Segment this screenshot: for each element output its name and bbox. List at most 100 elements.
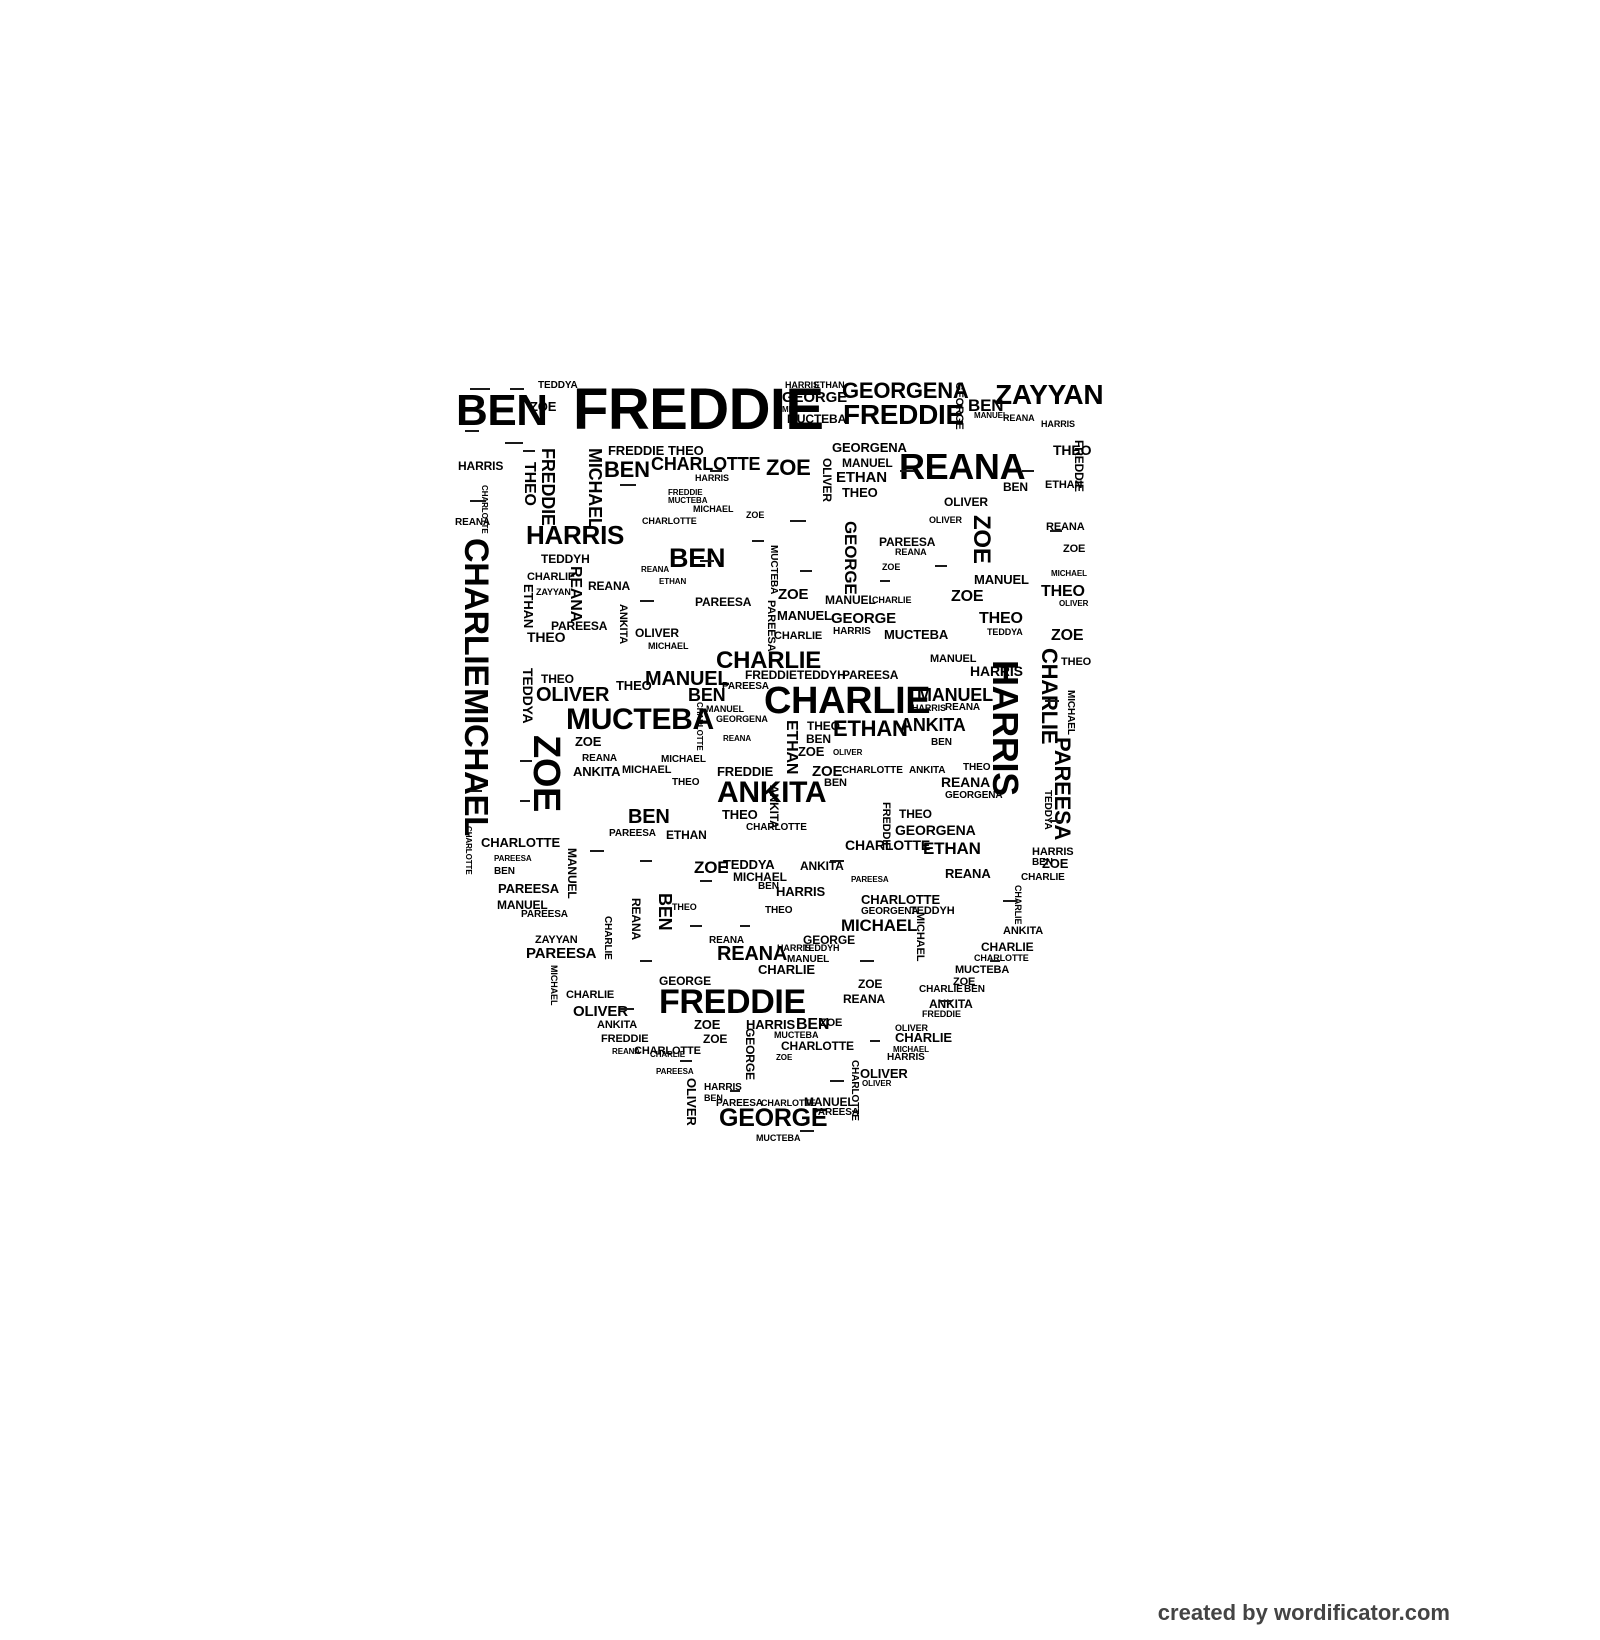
word-harris-8: HARRIS: [970, 663, 1023, 679]
word-mucteba-16: ZOE: [820, 1017, 843, 1029]
word-theo-right: THEO: [1053, 442, 1092, 458]
word-manuel-8: MANUEL: [917, 685, 993, 705]
word-freddie-vert3: FREDDIE: [1072, 440, 1086, 492]
tiny-word-mark: [740, 925, 750, 927]
word-charlie-vert-left: CHARLIE: [457, 538, 495, 687]
word-teddya-12: TEDDYA: [723, 857, 775, 872]
word-zoe-4: ZOE: [882, 562, 901, 572]
word-teddyh-8: REANA: [945, 702, 981, 713]
word-reana-left3: REANA: [612, 1047, 641, 1056]
tiny-word-mark: [752, 540, 764, 542]
word-oliver-vert: OLIVER: [820, 458, 834, 502]
word-zoe-12: ZOE: [694, 858, 729, 877]
word-theo-12: THEO: [765, 905, 793, 916]
word-mucteba-17: ZOE: [776, 1053, 793, 1062]
word-michael-3: MICHAEL: [693, 504, 734, 514]
word-george-14: CHARLIE: [758, 962, 815, 977]
word-charlie-vert-right: CHARLIE: [1037, 648, 1062, 745]
word-george-vert2: GEORGE: [743, 1028, 757, 1080]
word-reana-10b: REANA: [941, 774, 991, 790]
word-harris-right: HARRIS: [1041, 419, 1075, 429]
word-michael-vert4: MICHAEL: [549, 965, 559, 1006]
tiny-word-mark: [590, 850, 604, 852]
tiny-word-mark: [520, 760, 532, 762]
word-oliver-left2: PAREESA: [521, 909, 568, 920]
word-charlotte-2: CHARLOTTE: [651, 454, 761, 474]
word-manuel-7: MANUEL: [930, 653, 977, 665]
word-teddyh-9: REANA: [723, 734, 752, 743]
tiny-word-mark: [680, 1060, 692, 1062]
word-ethan-vert: ETHAN: [521, 584, 536, 629]
word-ben-right2: BEN: [964, 984, 985, 995]
word-oliver-right: OLIVER: [1059, 599, 1089, 608]
word-teddyh-14: TEDDYH: [803, 943, 840, 953]
word-ben-left: BEN: [494, 866, 515, 877]
word-georgena-11: GEORGENA: [895, 822, 976, 838]
word-charlie-left: CHARLIE: [527, 571, 576, 583]
word-ben-top2: BEN: [968, 396, 1004, 415]
word-mucteba-large2: MUCTEBA: [566, 703, 714, 736]
word-charlotte-vert4: CHARLOTTE: [695, 702, 704, 751]
word-george-left: CHARLIE: [650, 1050, 685, 1059]
word-pareesa-vert2: PAREESA: [765, 600, 777, 652]
word-freddie-left: OLIVER: [573, 1003, 628, 1020]
word-zayyan-14: MANUEL: [787, 954, 830, 965]
word-charlie-5: CHARLIE: [872, 595, 912, 605]
word-ben-18: HARRIS: [704, 1082, 742, 1093]
word-mucteba-13: THEO: [672, 902, 697, 912]
word-zayyan-left: ZAYYAN: [536, 587, 571, 597]
word-zoe: ZOE: [530, 399, 557, 414]
word-charlotte-vert3: CHARLOTTE: [464, 826, 473, 875]
word-michael-right: MICHAEL: [1051, 569, 1087, 578]
word-theo-9: THEO: [807, 719, 840, 733]
word-reana-12: REANA: [945, 866, 991, 881]
tiny-word-mark: [830, 860, 844, 862]
word-theo-3: THEO: [842, 485, 878, 500]
tiny-word-mark: [1022, 470, 1034, 472]
word-zoe-vert: ZOE: [525, 735, 567, 812]
word-reana-left2: ZAYYAN: [535, 934, 578, 946]
word-theo-11b: THEO: [899, 807, 932, 821]
word-reana-left: REANA: [455, 517, 491, 528]
word-freddie-top2: FREDDIE: [843, 399, 964, 430]
word-harris-12: HARRIS: [776, 884, 826, 899]
word-reana-6: REANA: [641, 565, 670, 574]
word-charlotte-10: CHARLOTTE: [842, 765, 903, 776]
word-theo-2: THEO: [668, 443, 704, 458]
word-michael-left: MANUEL: [497, 898, 548, 912]
word-pareesa-11: PAREESA: [609, 828, 656, 839]
tiny-word-mark: [620, 1008, 634, 1010]
word-charlotte-18: MUCTEBA: [756, 1133, 801, 1143]
word-ethan: ETHAN: [814, 380, 845, 390]
word-manuel-5b: MANUEL: [777, 608, 832, 623]
word-pareesa-7: PAREESA: [842, 668, 899, 682]
word-michael: MICHAEL: [782, 405, 818, 414]
tiny-word-mark: [1050, 820, 1062, 822]
word-george-vert3: GEORGE: [953, 382, 965, 430]
word-harris-18: CHARLOTTE: [761, 1098, 816, 1108]
word-pareesa-left: PAREESA: [656, 1067, 694, 1076]
word-charlotte-9: GEORGENA: [716, 714, 768, 724]
tiny-word-mark: [860, 960, 874, 962]
word-charlie-left2: CHARLIE: [566, 989, 615, 1001]
tiny-word-mark: [640, 860, 652, 862]
word-harris: HARRIS: [785, 380, 819, 390]
word-pareesa-7b: PAREESA: [722, 681, 769, 692]
word-ben-7: BEN: [688, 685, 726, 705]
word-ben-16: HARRIS: [746, 1017, 796, 1032]
word-oliver-17: CHARLOTTE: [781, 1039, 854, 1053]
word-george-top: GEORGE: [782, 389, 847, 406]
word-harris-15: ZOE: [858, 977, 883, 991]
word-zoe-vert2: ZOE: [968, 515, 995, 564]
word-ethan-2: ETHAN: [836, 469, 887, 486]
tiny-word-mark: [940, 1000, 952, 1002]
tiny-word-mark: [520, 800, 530, 802]
word-theo-5: THEO: [979, 610, 1023, 627]
word-reana-4: REANA: [895, 547, 927, 557]
word-harris-17: ZOE: [703, 1032, 728, 1046]
word-ankita-12: ANKITA: [800, 859, 844, 873]
word-reana-top: REANA: [1003, 413, 1035, 423]
word-georgena-2: GEORGENA: [832, 440, 907, 455]
tiny-word-mark: [505, 442, 523, 444]
